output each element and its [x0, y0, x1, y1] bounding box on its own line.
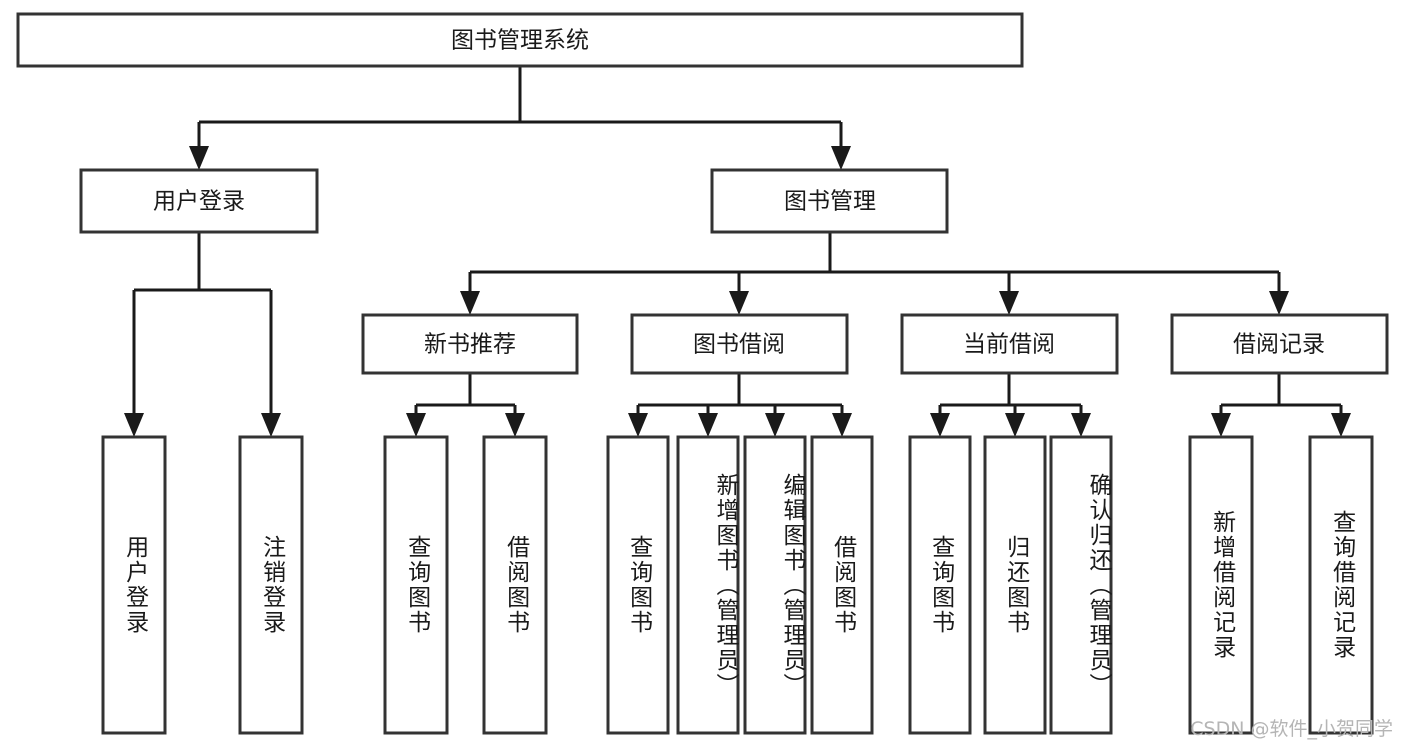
- node-book-borrow-box[interactable]: [630, 313, 849, 375]
- arrow-to-leaf: [930, 413, 950, 437]
- node-current-borrow-label: 当前借阅: [963, 332, 1055, 358]
- arrow-to-leaf: [124, 413, 144, 437]
- leaf-label-query-borrow-record: 查询借阅记录: [1328, 510, 1355, 660]
- node-borrow-record-label: 借阅记录: [1233, 332, 1325, 358]
- leaf-box-query-book[interactable]: [606, 435, 670, 735]
- arrow-to-leaf: [261, 413, 281, 437]
- node-new-book-recommend[interactable]: 新书推荐: [361, 313, 579, 375]
- arrow-heads: [124, 146, 1351, 437]
- node-user-login-box[interactable]: [79, 168, 319, 234]
- leaf-label-query-book: 查询图书: [625, 535, 652, 635]
- node-new-book-recommend-box[interactable]: [361, 313, 579, 375]
- node-current-borrow[interactable]: 当前借阅: [900, 313, 1119, 375]
- node-current-borrow-box[interactable]: [900, 313, 1119, 375]
- node-root[interactable]: 图书管理系统: [16, 12, 1024, 68]
- leaf-label-confirm-return-admin: 确认归还（管理员）: [1085, 472, 1111, 698]
- leaf-label-query-book-rec: 查询图书: [403, 535, 430, 635]
- arrow-to-current-borrow: [999, 291, 1019, 315]
- arrow-to-user-login: [189, 146, 209, 170]
- arrow-to-leaf: [628, 413, 648, 437]
- arrow-to-borrow-record: [1269, 291, 1289, 315]
- leaf-box-query-book-rec[interactable]: [383, 435, 449, 735]
- node-book-borrow-label: 图书借阅: [693, 332, 785, 358]
- leaf-label-logout: 注销登录: [258, 535, 285, 635]
- arrow-to-leaf: [1211, 413, 1231, 437]
- node-user-login[interactable]: 用户登录: [79, 168, 319, 234]
- leaf-label-add-book-admin: 新增图书（管理员）: [712, 472, 738, 698]
- arrow-to-leaf: [1071, 413, 1091, 437]
- arrow-to-leaf: [1005, 413, 1025, 437]
- arrow-to-new-book-rec: [460, 291, 480, 315]
- node-root-label: 图书管理系统: [451, 28, 589, 54]
- arrow-to-leaf: [832, 413, 852, 437]
- node-book-management[interactable]: 图书管理: [710, 168, 949, 234]
- leaf-box-query-borrow-record[interactable]: [1308, 435, 1374, 735]
- leaf-box-query-book-current[interactable]: [908, 435, 972, 735]
- arrow-to-book-borrow: [729, 291, 749, 315]
- node-book-borrow[interactable]: 图书借阅: [630, 313, 849, 375]
- leaf-box-add-book-admin[interactable]: [676, 435, 740, 735]
- leaf-box-edit-book-admin[interactable]: [743, 435, 807, 735]
- leaf-box-add-borrow-record[interactable]: [1188, 435, 1254, 735]
- leaf-box-borrow-book-rec[interactable]: [482, 435, 548, 735]
- leaf-node-boxes: [101, 435, 1374, 735]
- arrow-to-leaf: [505, 413, 525, 437]
- leaf-label-query-book-current: 查询图书: [927, 535, 954, 635]
- leaf-label-add-borrow-record: 新增借阅记录: [1208, 510, 1235, 660]
- arrow-to-leaf: [1331, 413, 1351, 437]
- leaf-label-borrow-book: 借阅图书: [829, 535, 856, 635]
- leaf-label-borrow-book-rec: 借阅图书: [502, 535, 529, 635]
- leaf-box-user-login[interactable]: [101, 435, 167, 735]
- leaf-box-return-book[interactable]: [983, 435, 1047, 735]
- node-root-box[interactable]: [16, 12, 1024, 68]
- leaf-box-borrow-book[interactable]: [810, 435, 874, 735]
- arrow-to-book-mgmt: [831, 146, 851, 170]
- leaf-label-return-book: 归还图书: [1002, 535, 1029, 635]
- node-book-management-label: 图书管理: [784, 189, 876, 215]
- node-borrow-record-box[interactable]: [1170, 313, 1389, 375]
- node-book-management-box[interactable]: [710, 168, 949, 234]
- node-user-login-label: 用户登录: [153, 189, 245, 215]
- leaf-box-confirm-return-admin[interactable]: [1049, 435, 1113, 735]
- arrow-to-leaf: [765, 413, 785, 437]
- leaf-label-user-login: 用户登录: [121, 535, 148, 635]
- arrow-to-leaf: [698, 413, 718, 437]
- node-new-book-recommend-label: 新书推荐: [424, 332, 516, 358]
- leaf-box-logout[interactable]: [238, 435, 304, 735]
- arrow-to-leaf: [406, 413, 426, 437]
- leaf-label-edit-book-admin: 编辑图书（管理员）: [779, 472, 805, 698]
- node-borrow-record[interactable]: 借阅记录: [1170, 313, 1389, 375]
